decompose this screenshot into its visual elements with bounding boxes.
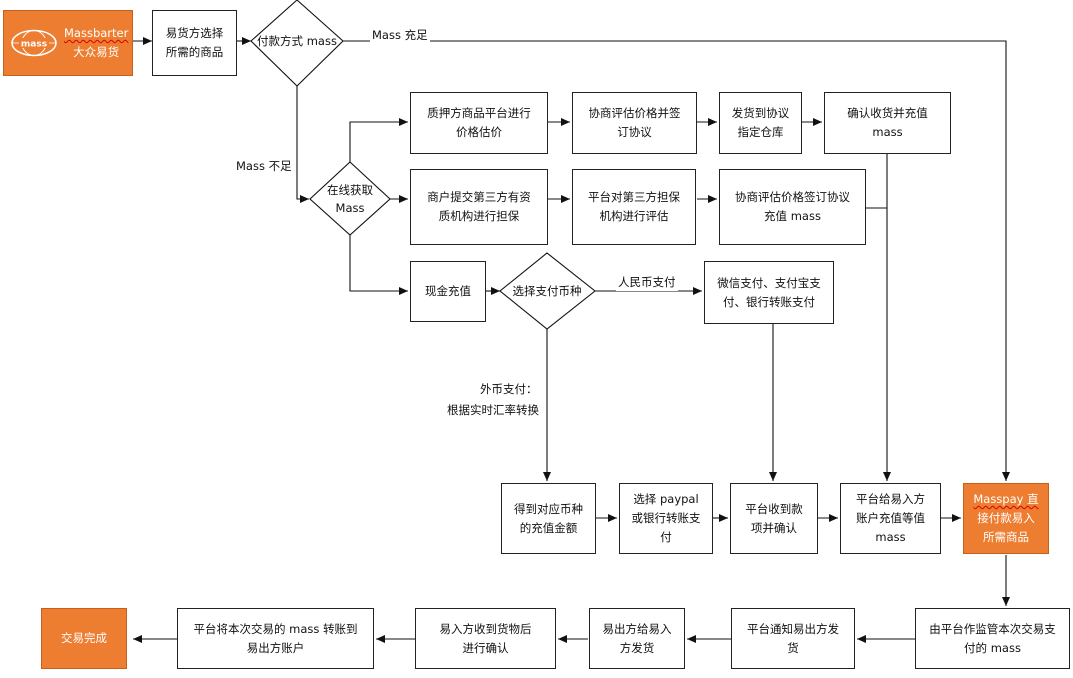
edge-label-foreign-pay-2: 根据实时汇率转换 (447, 403, 539, 417)
done-node: 交易完成 (41, 608, 127, 669)
receive-payment-node: 平台收到款 项并确认 (730, 483, 818, 554)
cash-line1: 现金充值 (425, 284, 471, 298)
platform-recharge-line1: 平台给易入方 (856, 492, 925, 506)
paypal-node: 选择 paypal 或银行转账支 付 (619, 483, 713, 554)
transfer-line1: 平台将本次交易的 mass 转账到 (193, 621, 358, 636)
ship-warehouse-node: 发货到协议 指定仓库 (719, 92, 802, 154)
confirm-recharge-line1: 确认收货并充值 (847, 106, 928, 120)
arrow-paymethod-masspay (343, 40, 1010, 481)
supervise-line2: 付的 mass (964, 640, 1021, 655)
masspay-line2: 接付款易入 (977, 511, 1035, 525)
start-node-massbarter: mass Massbarter 大众易货 (3, 10, 133, 76)
platform-recharge-line3: mass (875, 530, 906, 544)
paypal-line2: 或银行转账支 (631, 511, 701, 525)
edge-label-mass-enough: Mass 充足 (370, 26, 430, 44)
cash-recharge-node: 现金充值 (410, 261, 486, 322)
confirm-recharge-line2: mass (872, 125, 903, 139)
receive-line1: 平台收到款 (745, 501, 803, 516)
pay-method-line1: 付款方式 (257, 34, 304, 48)
paypal-line1: 选择 paypal (632, 490, 701, 509)
masspay-line3: 所需商品 (982, 530, 1029, 544)
transfer-line2: 易出方账户 (246, 640, 305, 655)
pay-method-label: 付款方式 mass (255, 20, 339, 62)
masspay-node: Masspay 直 接付款易入 所需商品 (963, 483, 1049, 554)
rmb-line2: 付、银行转账支付 (723, 294, 815, 309)
supervise-line1: 由平台作监管本次交易支 (929, 621, 1056, 636)
ship-warehouse-line2: 指定仓库 (737, 125, 784, 139)
paypal-line3: 付 (660, 530, 672, 544)
get-mass-line1: 在线获取 (327, 183, 373, 197)
done-line1: 交易完成 (61, 631, 107, 645)
get-mass-line2: Mass (335, 201, 365, 215)
start-line2: 大众易货 (73, 45, 120, 59)
pledge-line1: 质押方商品平台进行 (427, 106, 531, 120)
receive-line2: 项并确认 (751, 520, 797, 535)
platform-evaluate-node: 平台对第三方担保 机构进行评估 (572, 169, 696, 245)
negotiate-sign-line2: 订协议 (617, 125, 652, 139)
guarantee-line1: 商户提交第三方有资 (427, 190, 531, 204)
edge-label-foreign-pay-1: 外币支付： (480, 382, 538, 396)
negotiate-sign-node: 协商评估价格并签 订协议 (572, 92, 697, 154)
mass-logo-icon: mass (11, 29, 57, 57)
choose-currency-line1: 选择支付币种 (512, 284, 582, 298)
arrow-paymethod-getmass (296, 86, 309, 203)
notify-ship-node: 平台通知易出方发 货 (731, 608, 855, 669)
choose-currency-diamond (499, 252, 596, 330)
masspay-line1: Masspay 直 (973, 492, 1039, 506)
seller-ship-node: 易出方给易入 方发货 (589, 608, 685, 669)
buyer-confirm-line2: 进行确认 (462, 640, 509, 655)
get-mass-diamond (309, 161, 391, 236)
choose-currency-label: 选择支付币种 (504, 280, 590, 302)
select-goods-line1: 易货方选择 (165, 26, 224, 40)
start-line1: Massbarter (64, 26, 129, 40)
get-amount-node: 得到对应币种 的充值金额 (501, 483, 596, 554)
negotiate-recharge-node: 协商评估价格签订协议 充值 mass (719, 169, 866, 245)
get-mass-label: 在线获取 Mass (318, 180, 382, 218)
negotiate-sign-line1: 协商评估价格并签 (588, 106, 681, 120)
amount-line1: 得到对应币种 (514, 501, 583, 516)
rmb-methods-node: 微信支付、支付宝支 付、银行转账支付 (704, 261, 834, 324)
edge-label-rmb-pay: 人民币支付 (616, 273, 678, 291)
supervise-node: 由平台作监管本次交易支 付的 mass (915, 608, 1070, 669)
negotiate-recharge-line1: 协商评估价格签订协议 (735, 190, 850, 204)
amount-line2: 的充值金额 (519, 520, 578, 535)
third-party-guarantee-node: 商户提交第三方有资 质机构进行担保 (410, 169, 548, 245)
rmb-line1: 微信支付、支付宝支 (717, 275, 821, 290)
edge-label-mass-insufficient: Mass 不足 (234, 157, 294, 175)
ship-warehouse-line1: 发货到协议 (731, 106, 790, 120)
seller-ship-line1: 易出方给易入 (602, 621, 672, 636)
negotiate-recharge-line2: 充值 mass (764, 209, 821, 223)
arrow-getmass-pledge (349, 118, 408, 162)
seller-ship-line2: 方发货 (619, 640, 655, 655)
pledge-valuation-node: 质押方商品平台进行 价格估价 (410, 92, 548, 154)
buyer-confirm-node: 易入方收到货物后 进行确认 (415, 608, 556, 669)
notify-line2: 货 (787, 640, 799, 655)
pledge-line2: 价格估价 (456, 125, 502, 139)
platform-recharge-node: 平台给易入方 账户充值等值 mass (840, 483, 941, 554)
arrow-getmass-cash (349, 235, 408, 295)
logo-badge-text: mass (21, 40, 47, 50)
platform-recharge-line2: 账户充值等值 (856, 511, 925, 525)
paypal-line1-text: 选择 paypal (633, 492, 699, 506)
select-goods-node: 易货方选择 所需的商品 (152, 10, 237, 76)
evaluate-line2: 机构进行评估 (599, 209, 669, 223)
notify-line1: 平台通知易出方发 (747, 621, 839, 636)
select-goods-line2: 所需的商品 (165, 45, 224, 59)
confirm-recharge-node: 确认收货并充值 mass (824, 92, 951, 154)
pay-method-line2: mass (306, 34, 337, 48)
pay-method-diamond (250, 0, 344, 87)
guarantee-line2: 质机构进行担保 (438, 209, 520, 223)
transfer-node: 平台将本次交易的 mass 转账到 易出方账户 (177, 608, 374, 669)
buyer-confirm-line1: 易入方收到货物后 (439, 621, 532, 636)
evaluate-line1: 平台对第三方担保 (588, 190, 680, 204)
